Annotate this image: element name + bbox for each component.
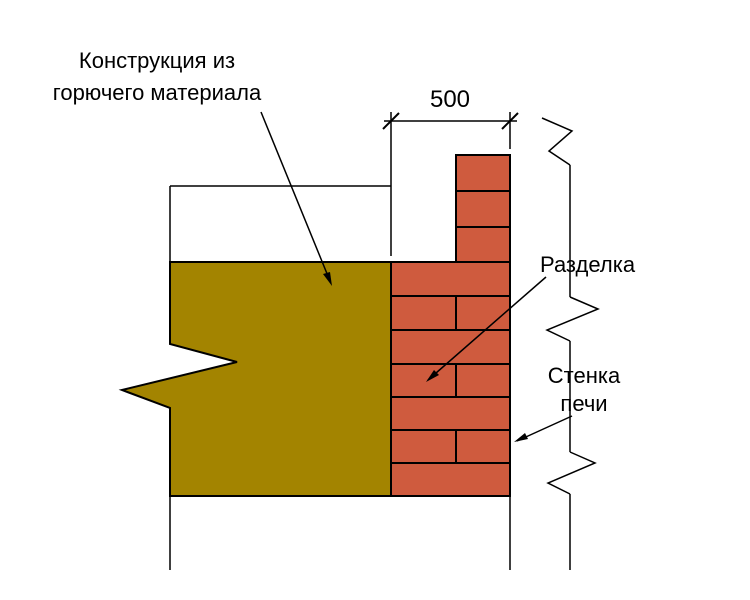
brick	[455, 295, 511, 331]
dim-tick-right	[501, 112, 519, 130]
break-mark-middle	[545, 296, 600, 342]
brick	[390, 396, 511, 431]
arrowhead-razdelka	[426, 370, 439, 382]
brick	[455, 190, 511, 228]
razdelka-label: Разделка	[540, 252, 636, 277]
dimension-label: 500	[430, 86, 470, 113]
brick	[390, 462, 511, 497]
combustible-label-line1: Конструкция из	[79, 48, 235, 73]
brick	[390, 363, 457, 398]
stove-wall-label-line2: печи	[560, 391, 607, 416]
brick	[390, 261, 511, 297]
break-mark-top	[541, 117, 574, 166]
brick	[390, 295, 457, 331]
stove-wall-label-line1: Стенка	[548, 363, 621, 388]
brick	[390, 329, 511, 365]
dim-tick-left	[382, 112, 400, 130]
brick	[455, 429, 511, 464]
leader-razdelka	[427, 276, 547, 381]
arrowhead-stove-wall	[514, 433, 528, 442]
brick	[390, 429, 457, 464]
break-mark-bottom	[546, 451, 597, 495]
brick	[455, 226, 511, 263]
combustible-material-block	[118, 261, 392, 497]
combustible-label-line2: горючего материала	[53, 80, 262, 105]
brick	[455, 363, 511, 398]
leader-combustible	[260, 111, 331, 282]
brick	[455, 154, 511, 192]
arrowhead-combustible	[323, 272, 332, 286]
